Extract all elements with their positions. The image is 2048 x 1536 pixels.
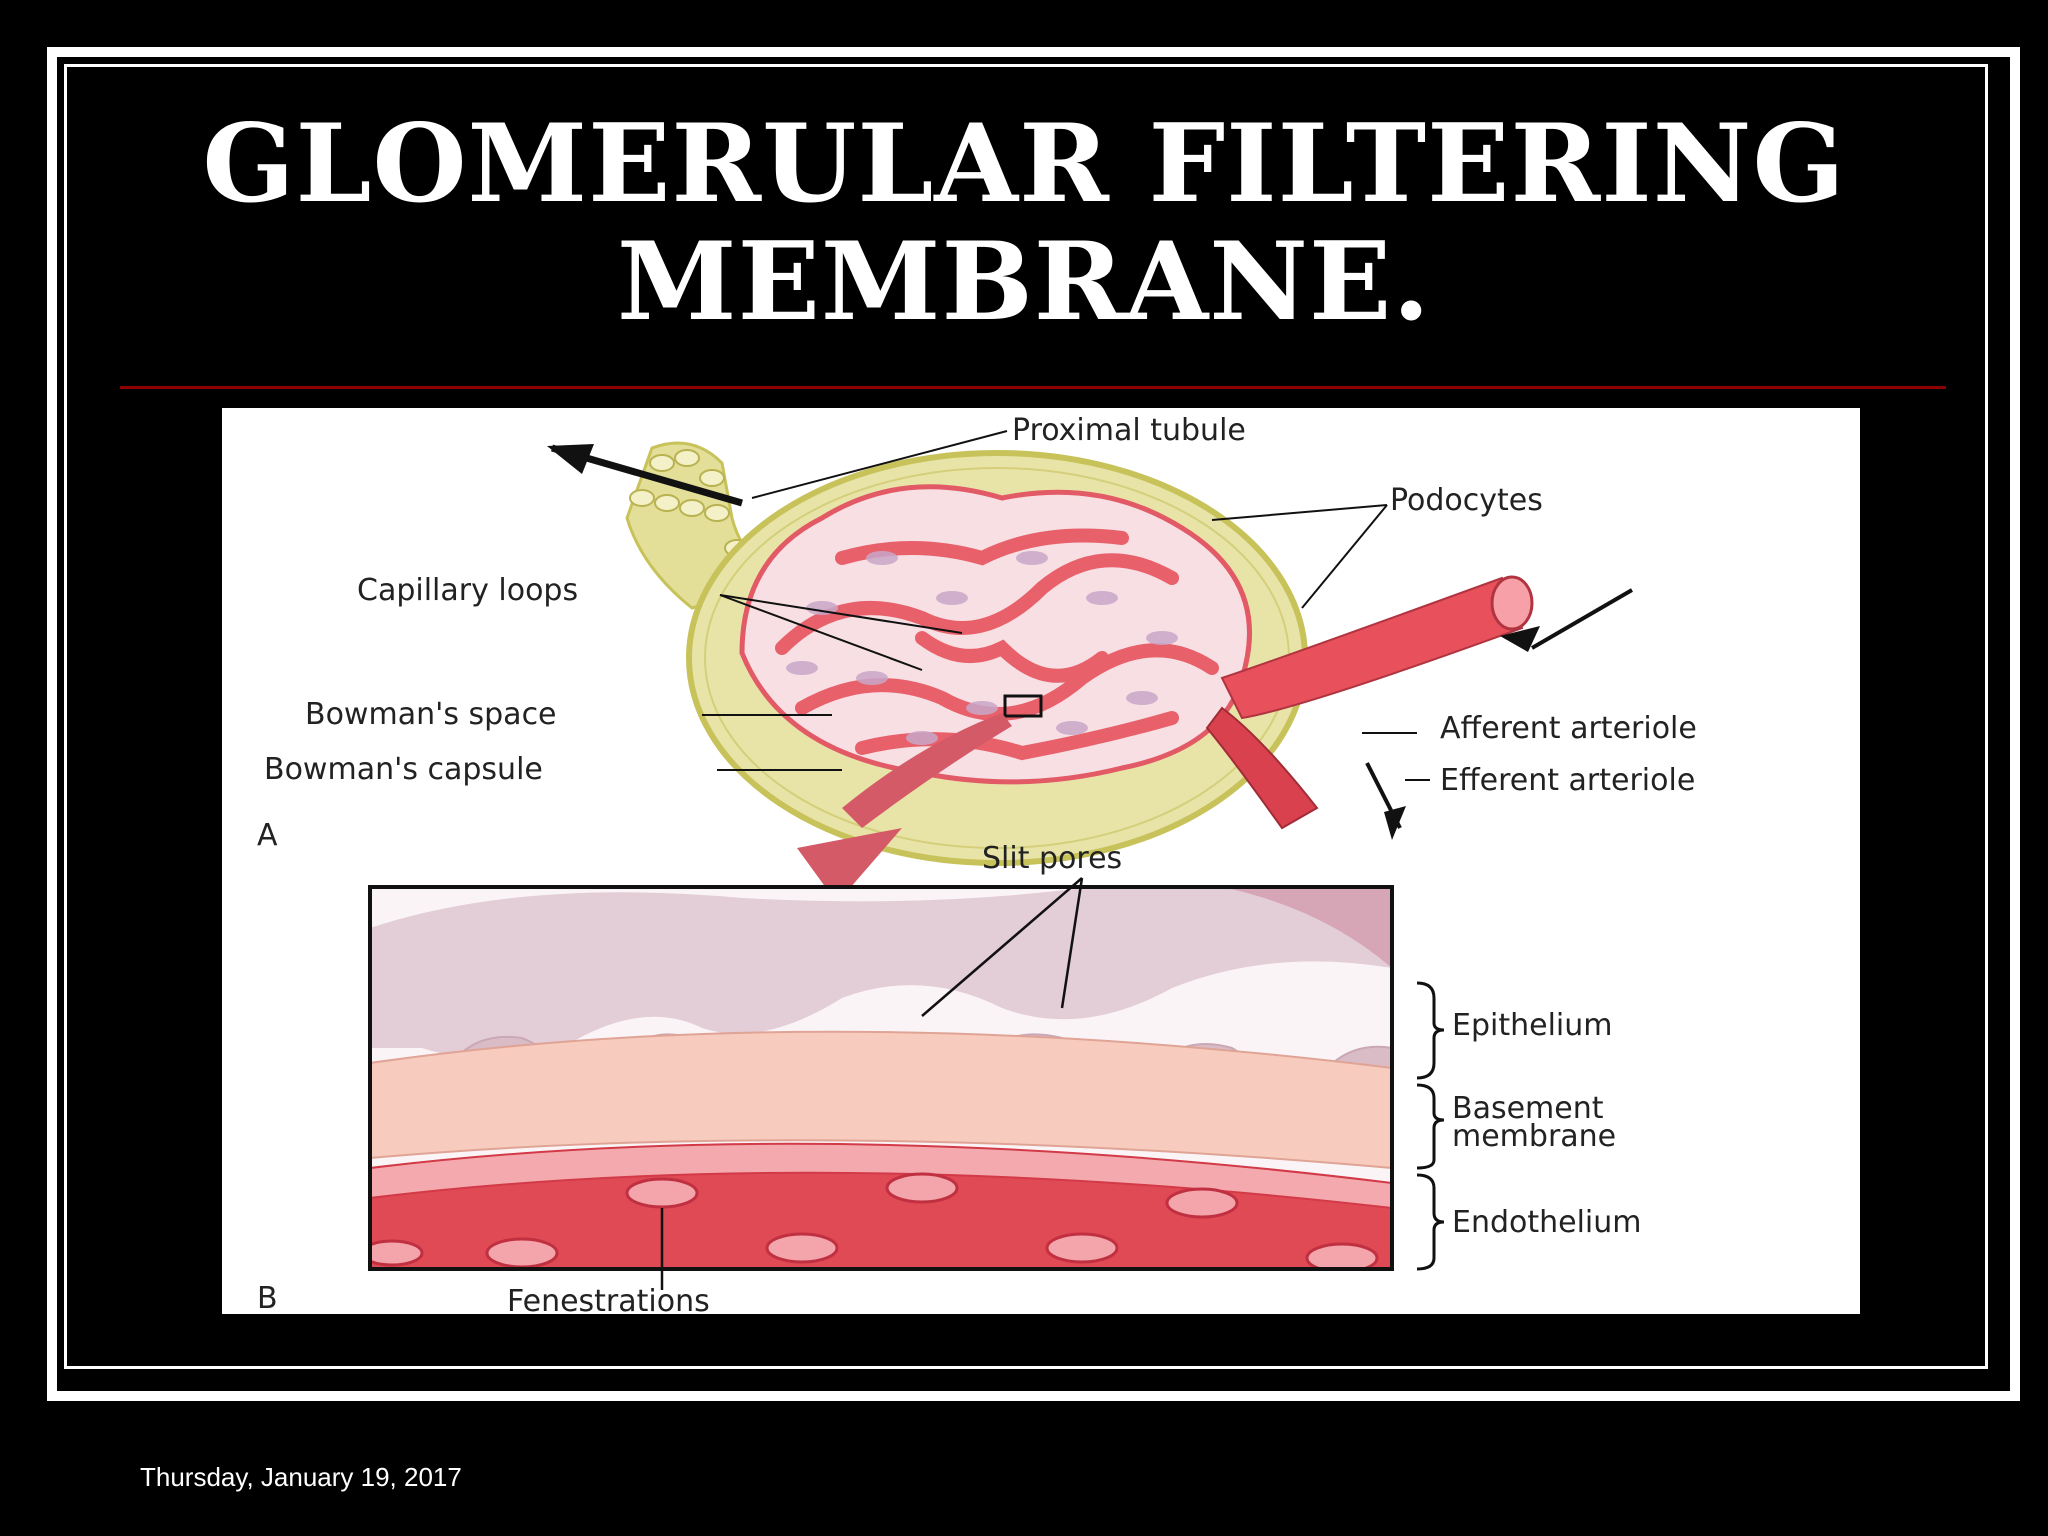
label-basement-line-2: membrane [1452, 1119, 1616, 1154]
label-panel-b: B [257, 1281, 278, 1314]
slide-inner-frame [64, 64, 1988, 1369]
label-basement-line-1: Basement [1452, 1091, 1604, 1126]
slide-title: GLOMERULAR FILTERING MEMBRANE. [0, 105, 2048, 341]
label-efferent-arteriole: Efferent arteriole [1440, 763, 1695, 798]
magnified-region-box [1003, 694, 1043, 718]
layer-brackets [1416, 981, 1445, 1271]
efferent-flow-arrow [1365, 762, 1406, 840]
slide-outer-frame [47, 47, 2020, 1401]
panel-a-leader-lines [702, 430, 1430, 781]
panel-b-cross-section [368, 885, 1394, 1271]
label-endothelium: Endothelium [1452, 1205, 1642, 1240]
panel-b-leader-lines [660, 877, 1084, 1290]
capillary-tuft [739, 484, 1252, 785]
label-proximal-tubule: Proximal tubule [1012, 413, 1246, 448]
label-slit-pores: Slit pores [982, 841, 1122, 876]
label-afferent-arteriole: Afferent arteriole [1440, 711, 1697, 746]
afferent-arteriole-shape [1220, 575, 1534, 720]
label-panel-a: A [257, 818, 278, 853]
label-podocytes: Podocytes [1390, 483, 1543, 518]
tubule-outflow-arrow [547, 444, 743, 507]
label-bowmans-capsule: Bowman's capsule [264, 752, 543, 787]
title-line-2: MEMBRANE. [617, 219, 1431, 345]
efferent-arteriole-shape [1205, 706, 1319, 830]
glomerulus-diagram: Proximal tubule Podocytes Capillary loop… [222, 408, 1860, 1314]
title-divider [120, 386, 1946, 389]
zoom-arrow [797, 713, 1012, 903]
slide-date: Thursday, January 19, 2017 [140, 1462, 462, 1492]
label-capillary-loops: Capillary loops [357, 573, 578, 608]
afferent-flow-arrow [1500, 588, 1634, 652]
label-fenestrations: Fenestrations [507, 1284, 710, 1314]
label-epithelium: Epithelium [1452, 1008, 1612, 1043]
label-bowmans-space: Bowman's space [305, 697, 557, 732]
title-line-1: GLOMERULAR FILTERING [202, 101, 1846, 227]
